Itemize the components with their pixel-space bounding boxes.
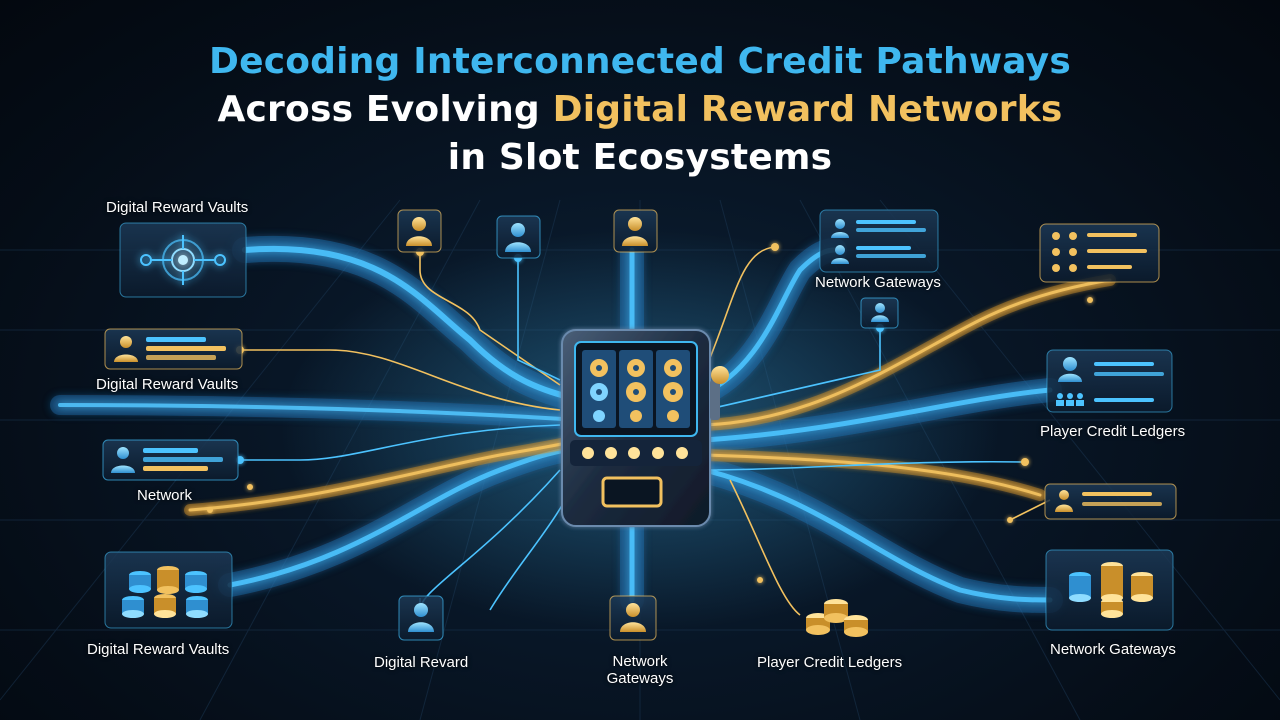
label-vaults-top: Digital Reward Vaults: [106, 199, 249, 216]
user-panel-top-3: [613, 209, 658, 253]
title-line-3: in Slot Ecosystems: [447, 137, 833, 178]
label-vaults-bottom: Digital Reward Vaults: [87, 641, 230, 658]
title-line-1: Decoding Interconnected Credit Pathways: [209, 41, 1071, 82]
network-hub-icon: [140, 235, 226, 285]
label-digital-reward: Digital Revard: [374, 654, 469, 671]
vault-panel-top-left: [119, 222, 247, 298]
title-line-2-highlight: Digital Reward Networks: [552, 89, 1063, 130]
user-icon: [1055, 490, 1073, 512]
coin-panel-bottom-left: [104, 551, 233, 629]
user-icon: [111, 447, 135, 473]
gateway-panel-top-right: [819, 209, 939, 273]
label-network-gateways-bottom-line1: Network: [612, 653, 668, 670]
gold-flow-paths: [184, 274, 1116, 516]
coin-stack-icon: [806, 599, 868, 637]
coin-panel-bottom-right: [1045, 549, 1174, 631]
label-network-gateways-right-bottom: Network Gateways: [1050, 641, 1176, 658]
ledger-panel-right-gold: [1044, 483, 1177, 520]
user-icon: [406, 217, 432, 246]
slot-machine-icon: [561, 329, 729, 527]
label-network-gateways-top: Network Gateways: [815, 274, 941, 291]
user-icon: [114, 336, 138, 362]
label-network-gateways-bottom: Network Gateways: [588, 653, 692, 687]
ledger-panel-left-mid: [104, 328, 243, 370]
user-panel-mid-right: [860, 297, 899, 329]
user-icon: [622, 217, 648, 246]
user-icon: [1058, 357, 1082, 382]
coin-stack-icon: [122, 566, 208, 618]
user-icon: [831, 245, 849, 264]
label-network-gateways-bottom-line2: Gateways: [606, 670, 674, 687]
title-line-2: Across Evolving Digital Reward Networks: [0, 88, 1280, 132]
label-player-credit-right: Player Credit Ledgers: [1040, 423, 1186, 440]
user-panel-bottom-1: [398, 595, 444, 641]
user-group-icon: [1056, 393, 1084, 406]
ledger-panel-top-right: [1039, 223, 1160, 283]
user-panel-top-2: [496, 215, 541, 259]
user-panel-top-1: [397, 209, 442, 253]
gear-icon: [590, 359, 683, 422]
label-player-credit-bottom: Player Credit Ledgers: [757, 654, 903, 671]
user-icon: [620, 603, 646, 632]
user-icon: [408, 603, 434, 632]
label-network: Network: [137, 487, 193, 504]
ledger-panel-right: [1046, 349, 1173, 413]
label-vaults-mid: Digital Reward Vaults: [96, 376, 239, 393]
user-icon: [505, 223, 531, 252]
title-line-2-prefix: Across Evolving: [217, 89, 553, 130]
ledger-panel-left-network: [102, 439, 239, 481]
user-icon: [871, 303, 889, 322]
coin-stack-icon: [1069, 562, 1153, 618]
user-icon: [831, 219, 849, 238]
user-panel-bottom-2: [609, 595, 657, 641]
